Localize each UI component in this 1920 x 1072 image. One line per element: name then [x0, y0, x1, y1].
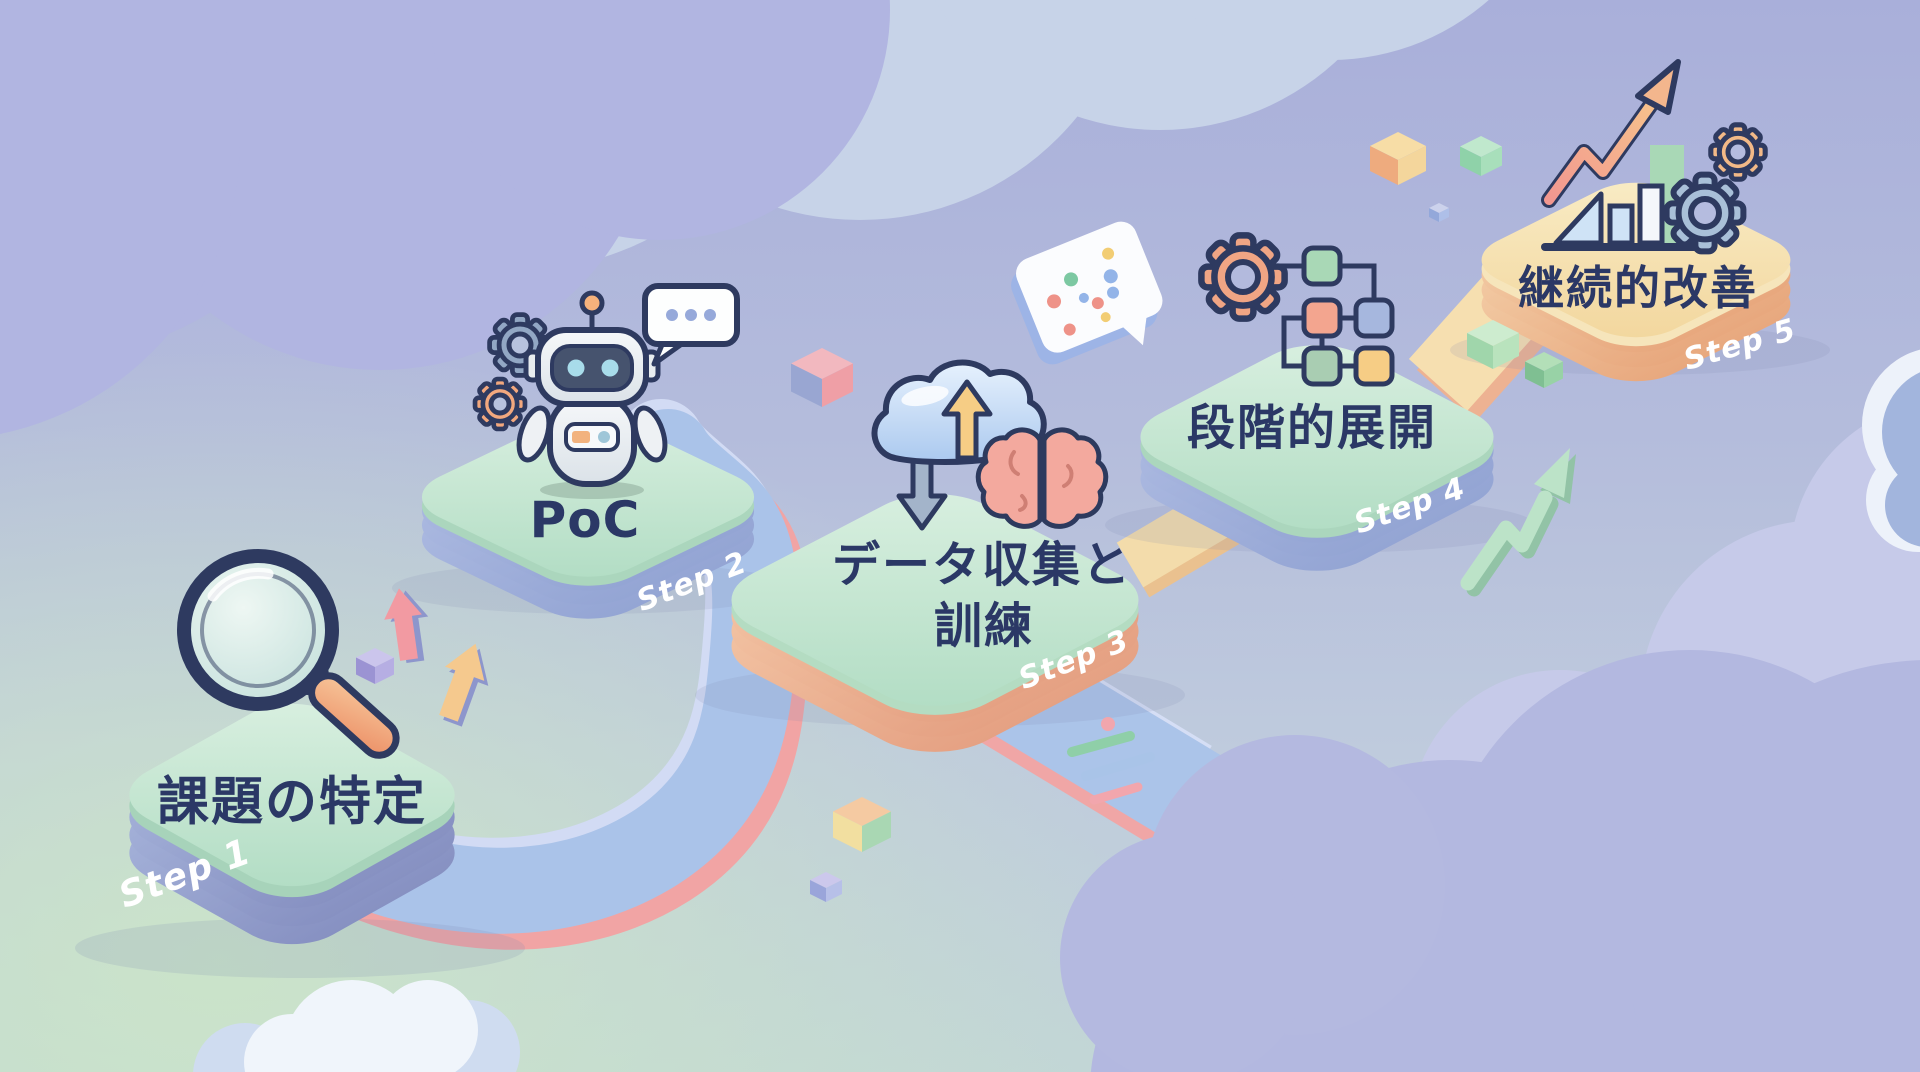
cube-lavender-small — [356, 648, 394, 684]
flowchart-icon — [1268, 245, 1395, 387]
step-3-tile-title-line1: データ収集と — [831, 537, 1133, 593]
step-3-tile — [695, 478, 1185, 768]
gear-orange-large-icon — [1201, 235, 1284, 318]
cube-cluster-below-step5 — [1467, 320, 1563, 388]
step-4-tile-title: 段階的展開 — [1186, 400, 1438, 456]
green-growth-arrow — [1460, 448, 1576, 597]
magnifying-glass-icon — [177, 549, 400, 759]
step-2-tile-title: PoC — [529, 491, 641, 549]
step-2-tile — [392, 405, 792, 631]
step-4-tile — [1105, 331, 1535, 585]
step-3-tile-title-line2: 訓練 — [933, 598, 1035, 654]
step-1-tile-title: 課題の特定 — [156, 772, 428, 833]
gear-blue-icon — [490, 315, 551, 376]
cloud-right-edge — [1862, 349, 1920, 552]
gear-orange-small-icon — [1711, 125, 1765, 179]
motion-dashes — [1067, 717, 1155, 805]
cloud-bottom-left — [193, 980, 520, 1072]
brain-icon — [975, 427, 1109, 529]
cloud-front-lobes — [1060, 735, 1445, 1072]
chat-bubble-icon — [642, 283, 740, 367]
cube-pink — [791, 348, 853, 407]
upload-arrow-icon — [941, 379, 993, 461]
cloud-top-lavender — [0, 0, 890, 434]
cube-cluster-top-right — [1370, 132, 1502, 222]
step-1-tile — [75, 690, 525, 978]
cube-trio-mid — [810, 797, 891, 902]
dotted-message-panel-icon — [1011, 221, 1163, 365]
step-5-tile-title: 継続的改善 — [1518, 261, 1758, 315]
gear-blue-large-icon — [1667, 175, 1744, 252]
robot-icon — [516, 290, 668, 499]
gear-orange-icon — [475, 379, 525, 429]
